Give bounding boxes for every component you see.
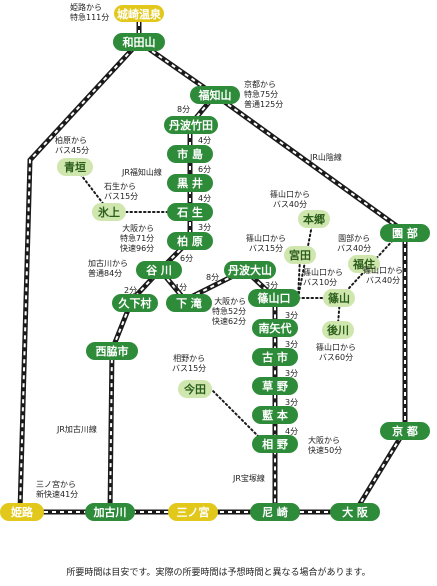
- station-aino[interactable]: 相 野: [252, 435, 298, 453]
- note-kyoto-fukuchiyama: 京都から 特急75分 普通125分: [244, 80, 284, 109]
- station-ishio[interactable]: 石 生: [167, 203, 213, 221]
- line-label-kakogawa: JR加古川線: [57, 425, 97, 434]
- min-ishio-kaibara: 3分: [198, 223, 212, 232]
- min-tanikawa-shimotaki: 4分: [174, 283, 188, 292]
- station-fukusumi[interactable]: 福住: [348, 255, 380, 273]
- note-sannomiya-kakogawa: 三ノ宮から 新快速41分: [36, 480, 79, 499]
- min-ichijima-kuroi: 6分: [198, 165, 212, 174]
- station-imada[interactable]: 今田: [178, 380, 212, 398]
- station-amagasaki[interactable]: 尼 崎: [250, 503, 300, 521]
- note-kaibara-ono: 柏原から バス45分: [55, 136, 90, 155]
- note-ishio-hikami: 石生から バス15分: [104, 182, 139, 201]
- station-osaka[interactable]: 大 阪: [330, 503, 380, 521]
- min-minami-furuichi: 3分: [285, 340, 299, 349]
- station-furuichi[interactable]: 古 市: [252, 348, 298, 366]
- station-fukuchiyama[interactable]: 福知山: [190, 86, 240, 104]
- station-ono[interactable]: 青垣: [57, 158, 93, 176]
- note-sonobe-fukusumi: 園部から バス40分: [337, 234, 372, 253]
- min-tanikawa-kuzumura: 2分: [124, 286, 138, 295]
- min-kusano-aimoto: 3分: [285, 398, 299, 407]
- min-kuroi-ishio: 4分: [198, 194, 212, 203]
- station-kinosaki[interactable]: 城崎温泉: [114, 5, 164, 22]
- min-fukuchiyama-takeda: 8分: [177, 105, 191, 114]
- station-tamba-oyama[interactable]: 丹波大山: [224, 261, 276, 279]
- note-osaka-kaibara: 大阪から 特急71分 快速96分: [120, 224, 155, 253]
- note-himeji-kinosaki: 姫路から 特急111分: [70, 3, 110, 22]
- min-shimotaki-oyama: 8分: [206, 273, 220, 282]
- station-wadayama[interactable]: 和田山: [113, 33, 165, 51]
- station-sasayamaguchi[interactable]: 篠山口: [248, 289, 300, 307]
- disclaimer-footer: 所要時間は目安です。実際の所要時間は予想時間と異なる場合があります。: [66, 568, 371, 578]
- note-sasayamaguchi-hongo: 篠山口から バス40分: [270, 190, 310, 209]
- station-sannomiya[interactable]: 三ノ宮: [168, 503, 218, 521]
- min-furuichi-kusano: 3分: [285, 369, 299, 378]
- station-kusano[interactable]: 草 野: [252, 377, 298, 395]
- station-kakogawa[interactable]: 加古川: [85, 503, 135, 521]
- line-label-fukuchiyama: JR福知山線: [122, 168, 162, 177]
- note-kakogawa-tanikawa: 加古川から 普通84分: [88, 259, 128, 278]
- min-takeda-ichijima: 4分: [198, 136, 212, 145]
- bus-aino-imada: [209, 387, 263, 441]
- station-tamba-takeda[interactable]: 丹波竹田: [164, 116, 218, 134]
- station-miyata[interactable]: 宮田: [284, 246, 316, 264]
- line-label-takarazuka: JR宝塚線: [233, 474, 265, 483]
- station-ichijima[interactable]: 市 島: [167, 145, 213, 163]
- note-aino-imada: 相野から バス15分: [172, 354, 207, 373]
- min-aimoto-aino: 4分: [285, 427, 299, 436]
- station-sasayama[interactable]: 篠山: [323, 289, 355, 307]
- station-kugawa[interactable]: 後川: [322, 321, 354, 339]
- bus-sasayamaguchi-miyata: [297, 257, 301, 299]
- station-hikami[interactable]: 氷上: [92, 203, 126, 221]
- station-himeji[interactable]: 姫路: [0, 503, 44, 521]
- note-sasayamaguchi-fukusumi: 篠山口から バス40分: [363, 266, 403, 285]
- station-sonobe[interactable]: 園 部: [380, 224, 430, 242]
- min-oyama-sasayamaguchi: 3分: [265, 281, 279, 290]
- note-sasayamaguchi-kugawa: 篠山口から バス60分: [316, 343, 356, 362]
- station-aimoto[interactable]: 藍 本: [252, 406, 298, 424]
- note-osaka-aino: 大阪から 快速50分: [308, 436, 343, 455]
- station-tanikawa[interactable]: 谷 川: [136, 261, 182, 279]
- note-sasayamaguchi-miyata: 篠山口から バス15分: [246, 234, 286, 253]
- station-kyoto[interactable]: 京 都: [380, 422, 430, 440]
- min-kaibara-tanikawa: 6分: [180, 254, 194, 263]
- station-shimotaki[interactable]: 下 滝: [166, 294, 212, 312]
- station-nishiwakishi[interactable]: 西脇市: [86, 342, 138, 360]
- station-kuzumura[interactable]: 久下村: [112, 294, 158, 312]
- station-hongo[interactable]: 本郷: [298, 210, 330, 228]
- note-osaka-sasayamaguchi: 大阪から 特急52分 快速62分: [212, 297, 247, 326]
- station-minami-yaichi[interactable]: 南矢代: [252, 319, 298, 337]
- station-kaibara[interactable]: 柏 原: [167, 232, 213, 250]
- station-kuroi[interactable]: 黒 井: [167, 174, 213, 192]
- min-sasayamaguchi-minami: 3分: [285, 311, 299, 320]
- line-label-sanin: JR山陰線: [310, 153, 342, 162]
- note-sasayamaguchi-sasayama: 篠山口から バス10分: [303, 268, 343, 287]
